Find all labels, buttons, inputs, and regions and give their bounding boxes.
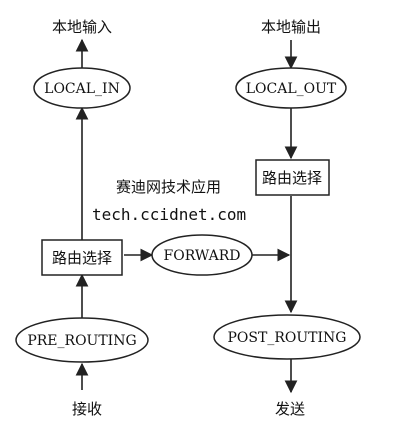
routing-box-left [41, 239, 123, 276]
local-out-node [235, 67, 347, 109]
forward-node [151, 234, 253, 276]
forward-label: FORWARD [164, 248, 241, 264]
post-routing-label: POST_ROUTING [228, 330, 347, 346]
routing-box-right [255, 159, 330, 196]
pre-routing-label: PRE_ROUTING [27, 333, 136, 349]
watermark-cn: 赛迪网技术应用 [116, 178, 221, 196]
watermark-url: tech.ccidnet.com [92, 205, 246, 224]
pre-routing-node [15, 317, 149, 363]
routing-left-label: 路由选择 [52, 249, 112, 267]
local-output-label: 本地输出 [261, 18, 321, 36]
post-routing-node [213, 314, 361, 360]
local-input-label: 本地输入 [52, 18, 112, 36]
local-out-label: LOCAL_OUT [246, 81, 337, 97]
routing-right-label: 路由选择 [262, 169, 322, 187]
local-in-label: LOCAL_IN [44, 81, 120, 97]
receive-label: 接收 [72, 400, 102, 418]
send-label: 发送 [275, 400, 305, 418]
local-in-node [33, 67, 131, 109]
